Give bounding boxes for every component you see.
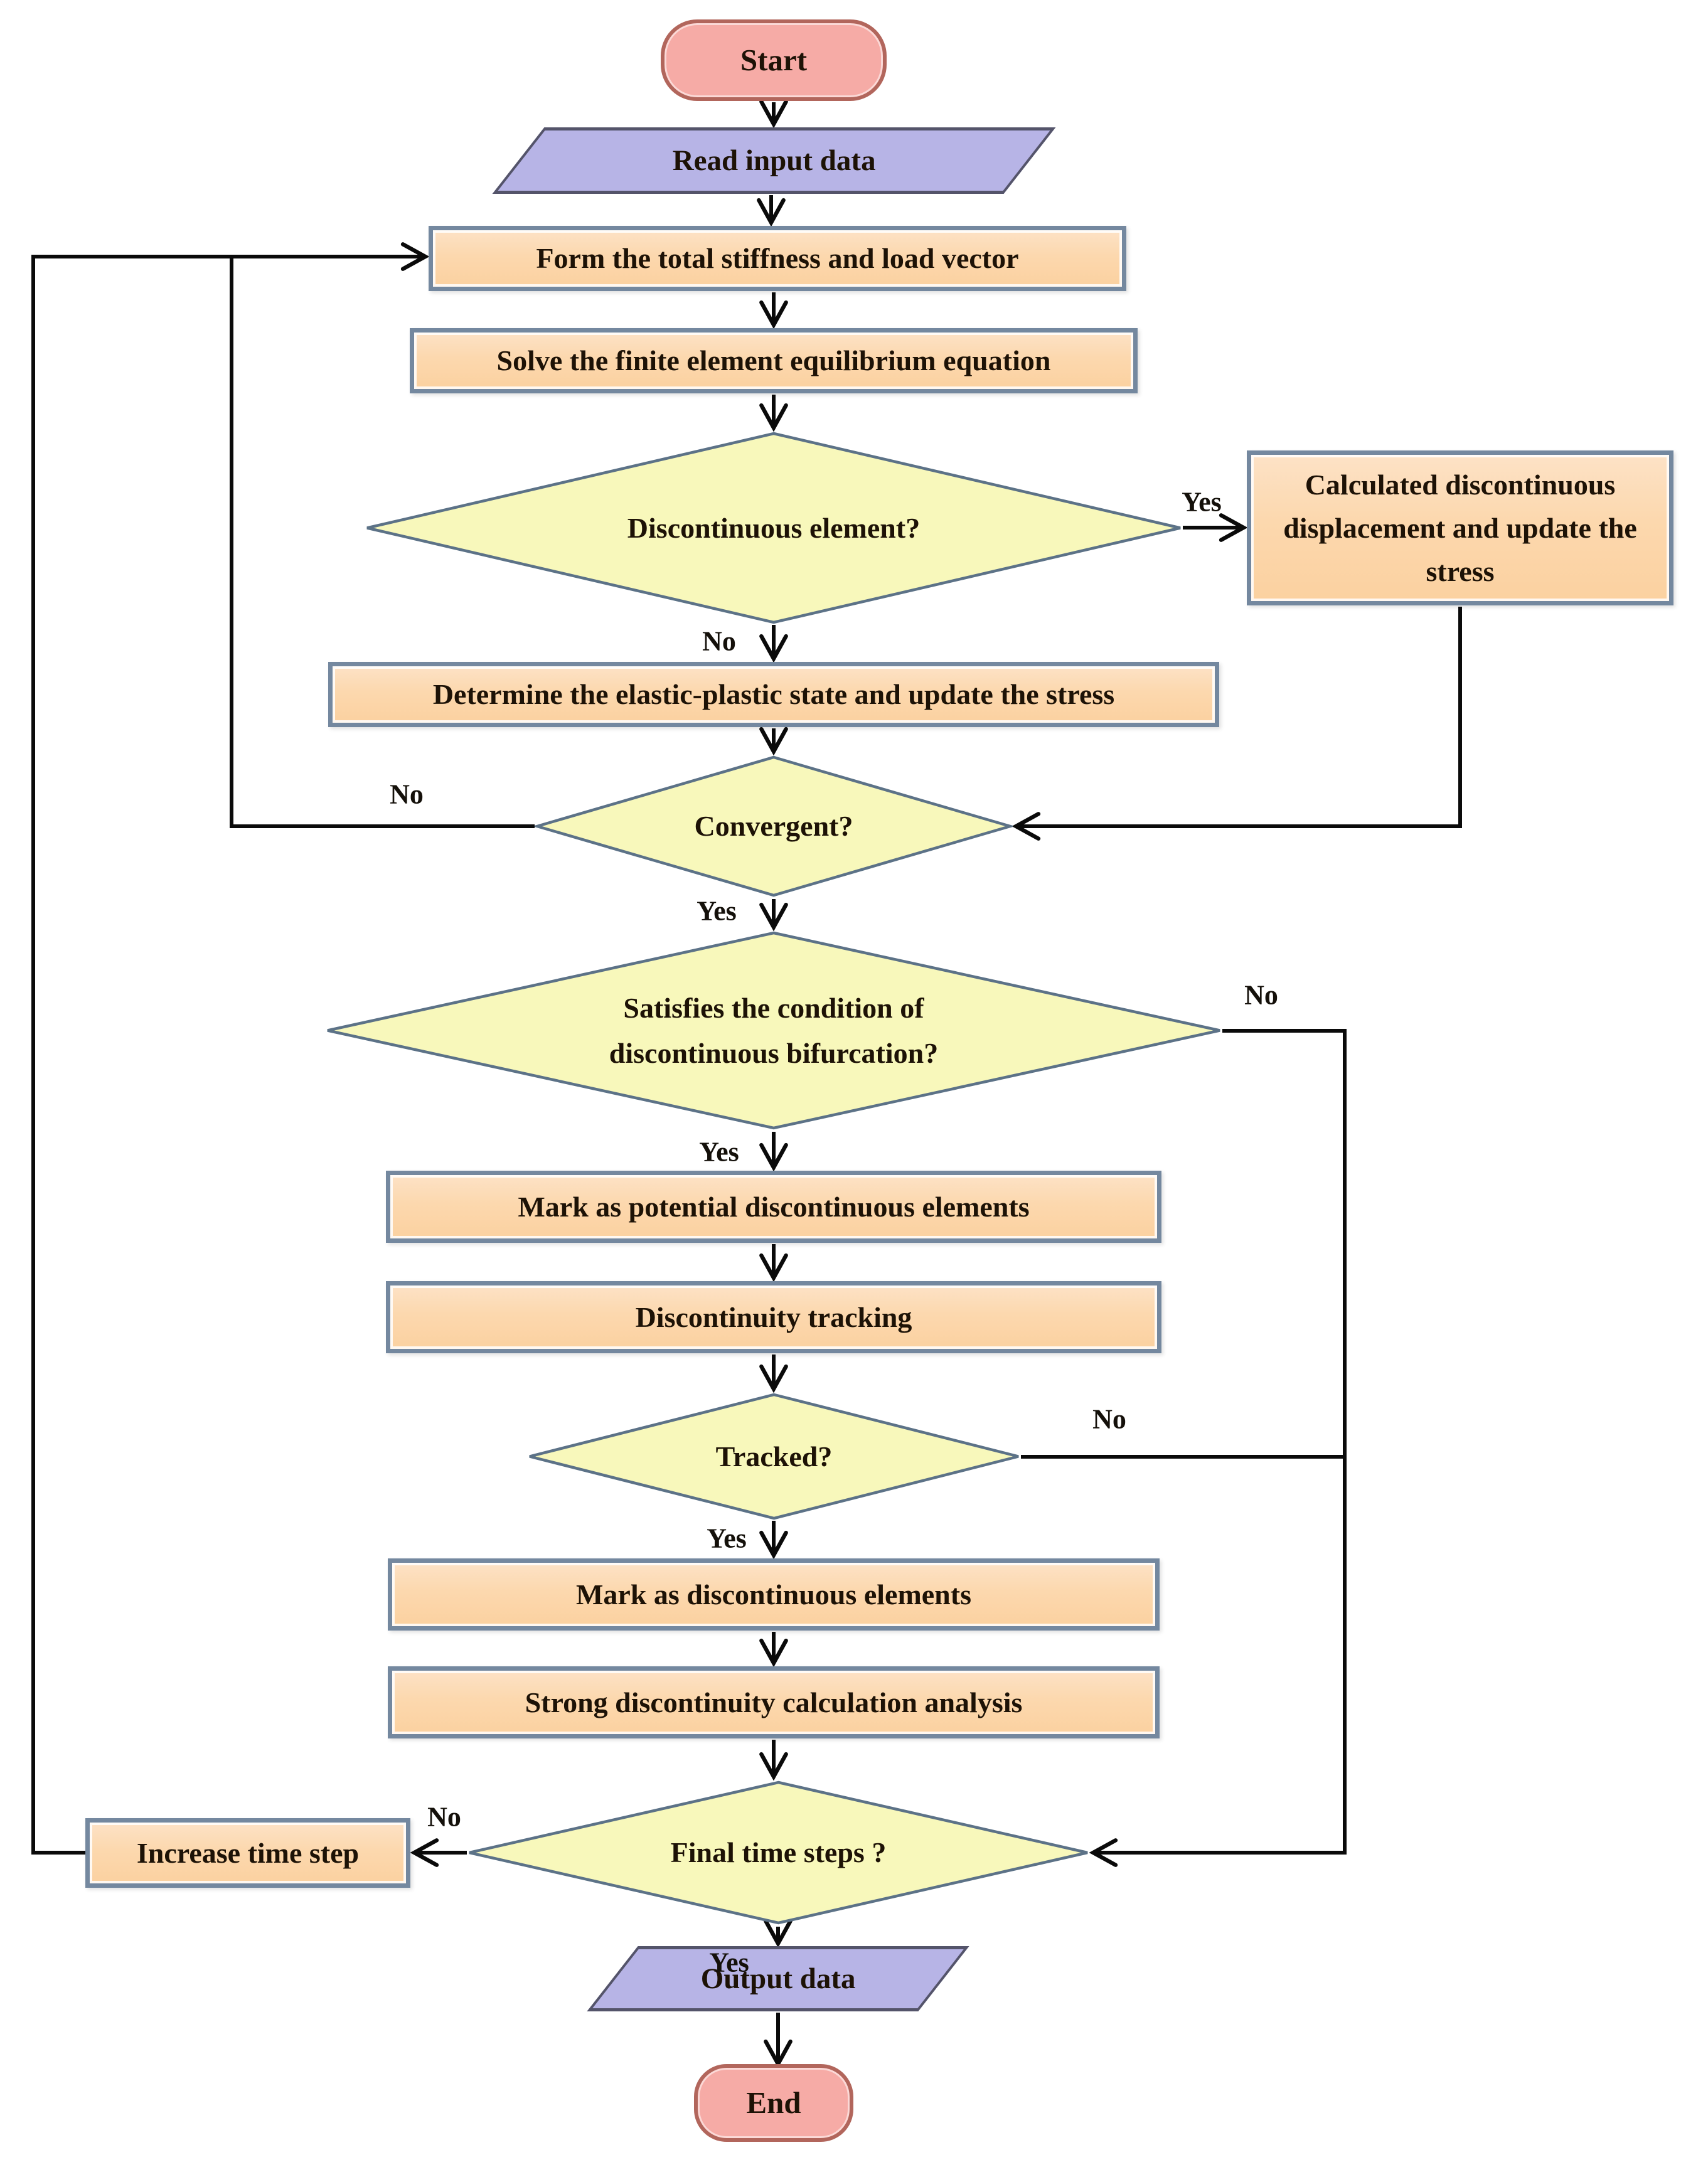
label-satisfies-yes: Yes	[699, 1136, 739, 1168]
terminator-end-label: End	[746, 2085, 801, 2121]
process-discontinuity-tracking-label: Discontinuity tracking	[635, 1301, 912, 1333]
process-mark-discontinuous-label: Mark as discontinuous elements	[576, 1578, 971, 1610]
process-form-stiffness-label: Form the total stiffness and load vector	[536, 242, 1019, 275]
decision-final-time-steps: Final time steps ?	[467, 1780, 1090, 1925]
label-final-no: No	[427, 1801, 461, 1833]
process-strong-discontinuity: Strong discontinuity calculation analysi…	[388, 1666, 1160, 1738]
label-discontinuous-no: No	[702, 625, 736, 657]
diamond-shape	[535, 755, 1013, 897]
edge-increase-outer-loop-to-form	[31, 242, 430, 1855]
label-satisfies-no: No	[1244, 979, 1278, 1011]
process-discontinuity-tracking: Discontinuity tracking	[386, 1281, 1161, 1353]
terminator-end: End	[694, 2064, 853, 2142]
process-mark-discontinuous: Mark as discontinuous elements	[388, 1558, 1160, 1631]
process-solve-equilibrium: Solve the finite element equilibrium equ…	[410, 328, 1138, 393]
label-convergent-no: No	[390, 779, 424, 810]
decision-satisfies-bifurcation: Satisfies the condition of discontinuous…	[325, 930, 1222, 1131]
diamond-shape	[529, 1393, 1019, 1520]
label-final-yes: Yes	[709, 1947, 749, 1978]
diamond-shape	[469, 1780, 1088, 1925]
decision-discontinuous-element: Discontinuous element?	[365, 431, 1183, 625]
process-form-stiffness: Form the total stiffness and load vector	[429, 226, 1126, 291]
process-determine-state-label: Determine the elastic-plastic state and …	[432, 678, 1115, 711]
decision-tracked: Tracked?	[527, 1392, 1021, 1521]
label-discontinuous-yes: Yes	[1182, 486, 1222, 518]
process-determine-state: Determine the elastic-plastic state and …	[328, 662, 1219, 727]
diamond-shape	[366, 432, 1181, 624]
io-read-input: Read input data	[492, 127, 1056, 194]
process-solve-equilibrium-label: Solve the finite element equilibrium equ…	[496, 344, 1051, 377]
process-mark-potential-label: Mark as potential discontinuous elements	[518, 1190, 1030, 1223]
terminator-start-label: Start	[740, 43, 808, 78]
diamond-shape	[327, 931, 1220, 1130]
process-mark-potential: Mark as potential discontinuous elements	[386, 1171, 1161, 1243]
label-convergent-yes: Yes	[697, 895, 737, 927]
label-tracked-yes: Yes	[707, 1523, 747, 1554]
process-increase-time-step-label: Increase time step	[136, 1836, 360, 1869]
edge-calc-to-convergent	[1011, 607, 1462, 841]
decision-convergent: Convergent?	[535, 755, 1013, 898]
edge-convergent-no-inner-loop	[230, 257, 535, 828]
process-strong-discontinuity-label: Strong discontinuity calculation analysi…	[525, 1686, 1023, 1718]
label-tracked-no: No	[1092, 1403, 1126, 1435]
process-calc-displacement: Calculated discontinuous displacement an…	[1247, 450, 1673, 605]
terminator-start: Start	[661, 19, 887, 101]
process-increase-time-step: Increase time step	[85, 1818, 410, 1888]
io-output-data: Output data	[587, 1946, 969, 2011]
edge-satisfies-no-to-final	[1089, 1029, 1347, 1867]
io-read-input-label: Read input data	[672, 144, 876, 177]
process-calc-displacement-label: Calculated discontinuous displacement an…	[1283, 469, 1637, 587]
